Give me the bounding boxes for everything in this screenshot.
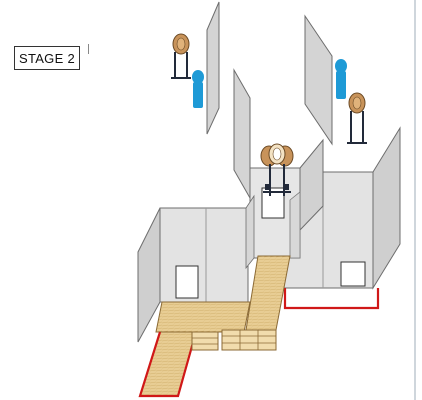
shooting-box-left bbox=[137, 194, 255, 343]
pallet bbox=[221, 329, 277, 351]
paper-target bbox=[347, 92, 367, 144]
wall-panel bbox=[304, 14, 333, 146]
paper-target bbox=[171, 33, 191, 79]
fault-line bbox=[283, 288, 380, 310]
center-corridor bbox=[249, 138, 324, 259]
no-shoot-target bbox=[192, 70, 204, 108]
door bbox=[175, 265, 199, 299]
door bbox=[261, 187, 285, 219]
fault-line bbox=[138, 331, 198, 398]
text-cursor bbox=[88, 44, 89, 54]
pallet bbox=[191, 331, 219, 351]
stage-title: STAGE 2 bbox=[14, 46, 80, 70]
door bbox=[340, 261, 366, 287]
floor-platform bbox=[138, 255, 291, 398]
wall-panel bbox=[206, 1, 220, 135]
shooting-box-right bbox=[282, 126, 401, 310]
wall-panel bbox=[233, 68, 251, 200]
paper-target-group bbox=[260, 143, 294, 196]
page-edge bbox=[414, 0, 416, 400]
no-shoot-target bbox=[335, 59, 347, 99]
